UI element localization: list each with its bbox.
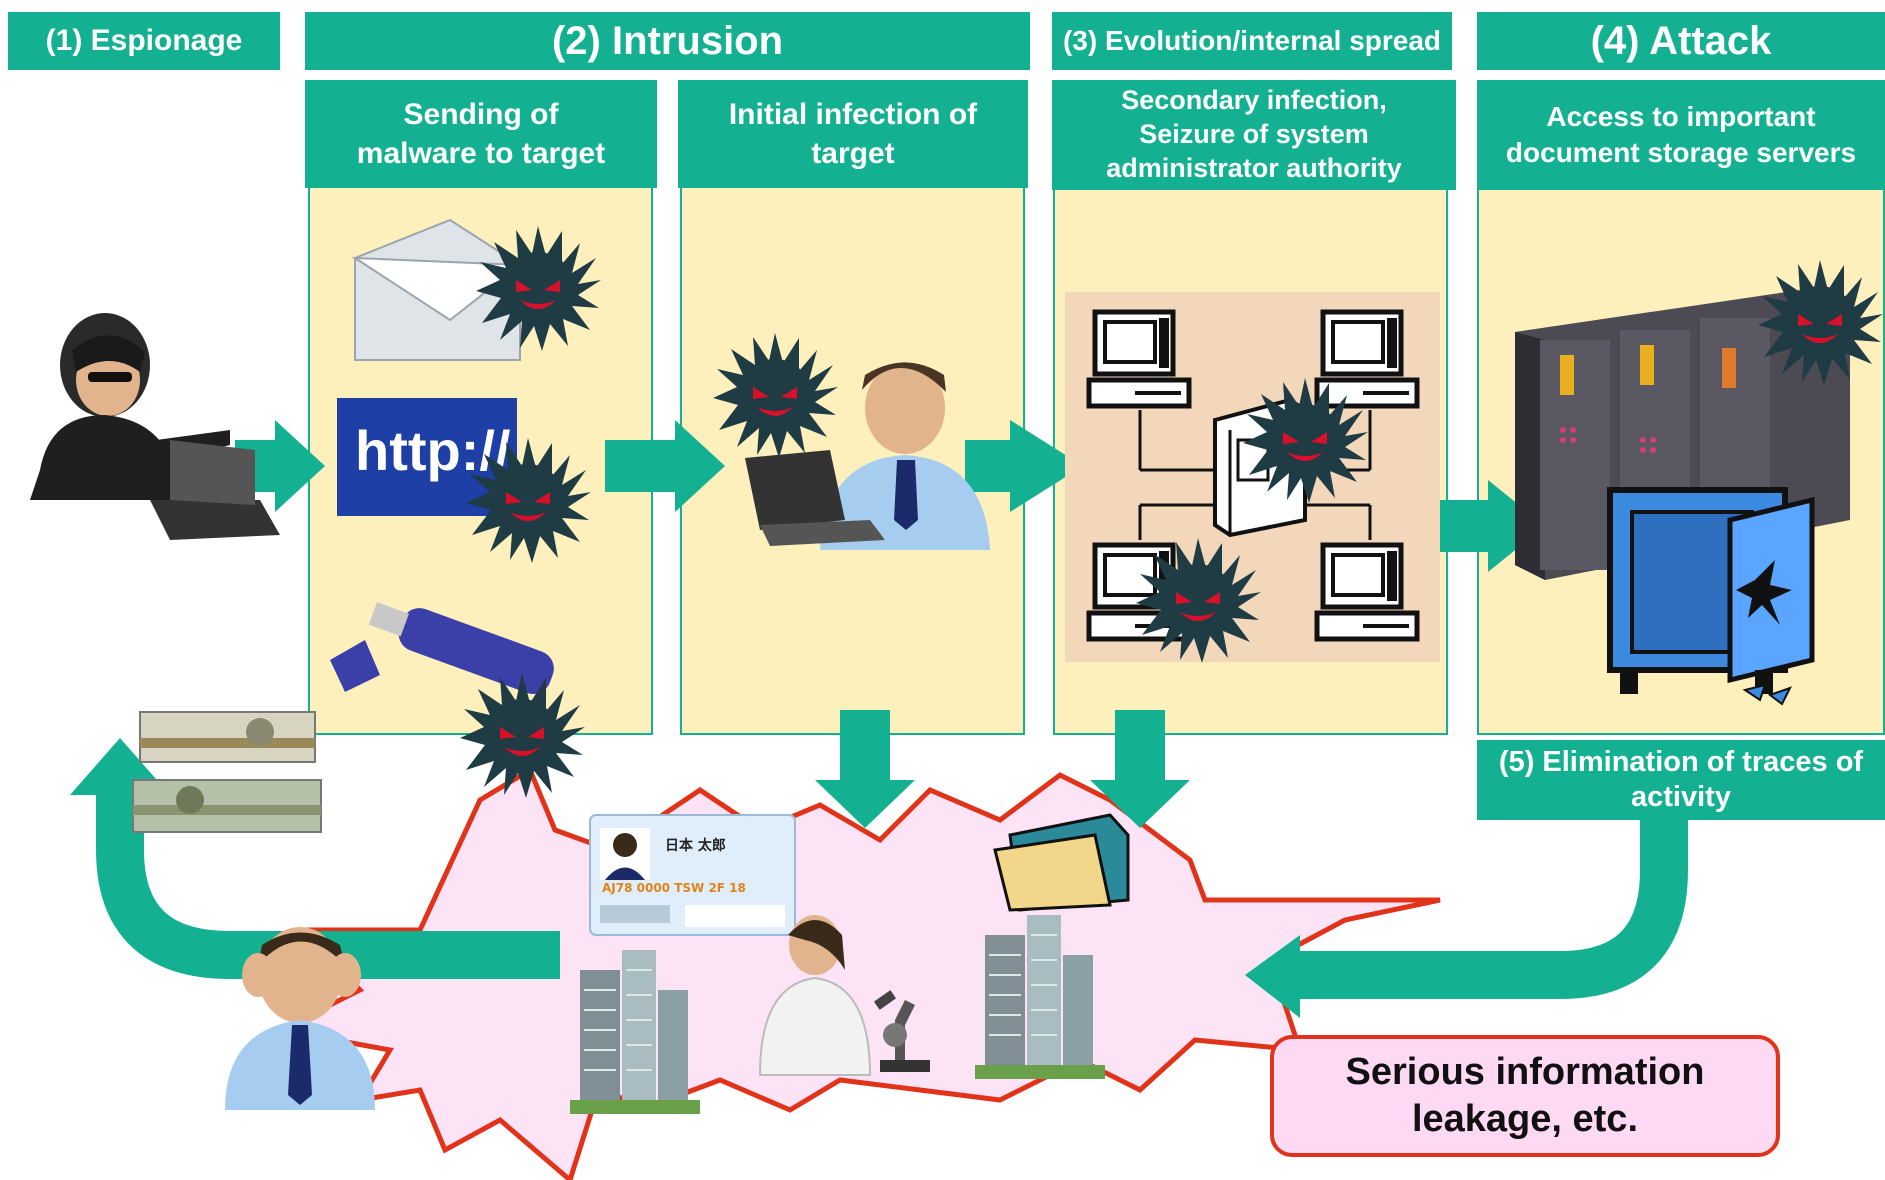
down-arrow-2: [1090, 780, 1190, 828]
stage-attack-header: (4) Attack: [1477, 12, 1885, 70]
step-initial-line1: Initial infection of: [728, 98, 978, 131]
malware-icon-usb: [460, 673, 585, 798]
desktop-computer-icon-2: [1317, 312, 1417, 406]
result-line2: leakage, etc.: [1411, 1098, 1639, 1140]
usb-drive-icon: [330, 602, 554, 694]
stage-espionage-header: (1) Espionage: [8, 12, 280, 70]
office-worker-icon: [745, 362, 990, 550]
stage-evolution-header: (3) Evolution/internal spread: [1052, 12, 1452, 70]
stage-elimination-line2: activity: [1631, 781, 1731, 813]
flow-arrow-3: [1010, 420, 1083, 512]
return-arrow: [1300, 815, 1688, 999]
flow-arrow-2: [675, 420, 725, 512]
money-icon: [132, 711, 322, 833]
stage-elimination-header: (5) Elimination of traces of activity: [1477, 740, 1885, 820]
step-secondary-line3: administrator authority: [1106, 152, 1402, 183]
folder-icon: [993, 813, 1130, 912]
id-card-name: 日本 太郎: [665, 837, 726, 854]
distressed-man-icon: [225, 927, 375, 1110]
step-access-header: Access to important document storage ser…: [1477, 80, 1885, 190]
step-secondary-line2: Seizure of system: [1139, 119, 1369, 150]
step-initial-header: Initial infection of target: [678, 80, 1028, 188]
malware-icon-pc: [713, 333, 838, 458]
result-line1: Serious information: [1345, 1050, 1705, 1093]
step-access-line2: document storage servers: [1505, 137, 1857, 168]
step-sending-header: Sending of malware to target: [305, 80, 657, 188]
researcher-icon: [758, 915, 872, 1076]
return-arrow-head: [1245, 935, 1300, 1018]
microscope-icon: [873, 990, 930, 1072]
step-sending-line2: malware to target: [356, 137, 606, 170]
stage-elimination-line1: (5) Elimination of traces of: [1498, 746, 1864, 779]
id-card-number: AJ78 0000 TSW 2F 18: [602, 881, 746, 895]
envelope-icon: [351, 218, 523, 361]
stage-attack-label: (4) Attack: [1590, 19, 1772, 63]
money-arrow: [96, 790, 560, 979]
down-arrow-1: [815, 780, 915, 828]
step-secondary-line1: Secondary infection,: [1121, 85, 1387, 116]
desktop-computer-icon-1: [1089, 312, 1189, 406]
stage-intrusion-header: (2) Intrusion: [305, 12, 1030, 70]
result-callout: Serious information leakage, etc.: [1270, 1035, 1780, 1157]
leak-burst: [272, 766, 1441, 1180]
stage-espionage-label: (1) Espionage: [45, 24, 243, 57]
network-diagram: [1065, 292, 1440, 662]
desktop-computer-icon-4: [1317, 545, 1417, 639]
http-text: http://: [355, 419, 511, 482]
safe-icon: [1607, 487, 1815, 706]
step-access-line1: Access to important: [1546, 100, 1816, 132]
step-sending-line1: Sending of: [403, 98, 559, 131]
id-card-icon: 日本 太郎 AJ78 0000 TSW 2F 18: [589, 814, 796, 936]
step-secondary-header: Secondary infection, Seizure of system a…: [1052, 80, 1456, 190]
stage-evolution-label: (3) Evolution/internal spread: [1062, 25, 1442, 57]
stage-intrusion-label: (2) Intrusion: [551, 19, 784, 63]
flow-arrow-1: [275, 420, 325, 512]
hacker-icon: [30, 313, 280, 540]
step-initial-line2: target: [811, 137, 895, 170]
